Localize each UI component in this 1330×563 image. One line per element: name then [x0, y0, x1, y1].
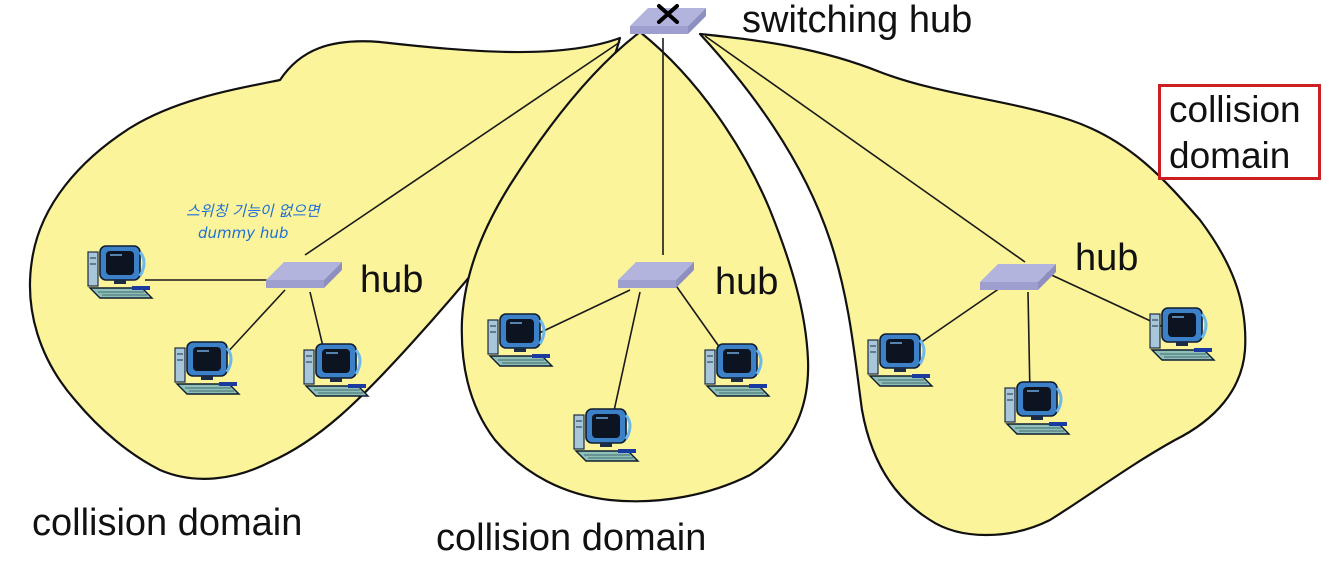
- collision-domain-right: [698, 32, 1247, 537]
- computer: [866, 332, 934, 388]
- uplink-right: [704, 35, 1026, 263]
- handwritten-note-line1: 스위칭 기능이 없으면: [186, 202, 322, 220]
- computer: [572, 407, 640, 463]
- switch-x-icon: [657, 4, 679, 24]
- collision-domain-label-middle: collision domain: [436, 517, 706, 559]
- hub-label-middle: hub: [715, 261, 778, 303]
- handwritten-note-line2: dummy hub: [198, 224, 288, 242]
- callout-line2: domain: [1169, 135, 1291, 176]
- hub-label-left: hub: [360, 259, 423, 301]
- computer: [173, 340, 241, 396]
- collision-domain-callout: collision domain: [1158, 84, 1321, 180]
- computer: [703, 342, 771, 398]
- computer: [1148, 306, 1216, 362]
- collision-domain-label-left: collision domain: [32, 502, 302, 544]
- uplink-left: [304, 41, 621, 256]
- computer: [86, 244, 154, 300]
- computer: [302, 342, 370, 398]
- callout-line1: collision: [1169, 89, 1301, 130]
- computer: [486, 312, 554, 368]
- computer: [1003, 380, 1071, 436]
- hub-label-right: hub: [1075, 237, 1138, 279]
- switching-hub-label: switching hub: [742, 0, 972, 41]
- switching-hub: [630, 4, 706, 34]
